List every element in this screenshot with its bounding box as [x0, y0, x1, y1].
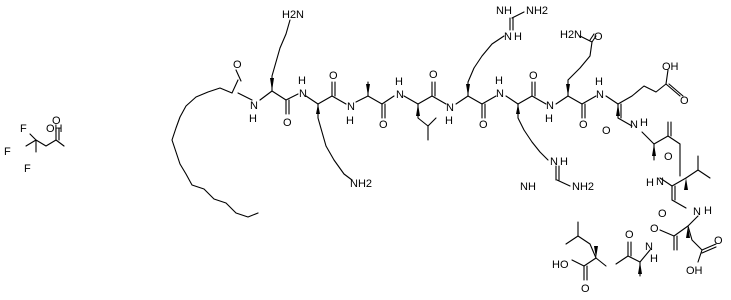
nh-5-h: H: [445, 115, 453, 127]
lys1-amine: H2N: [282, 9, 304, 21]
nh-10-n: N: [656, 176, 664, 188]
carbonyl-o-3: O: [379, 119, 388, 131]
arg2-n: N: [550, 156, 558, 168]
asp-hydroxyl: OH: [686, 265, 703, 277]
carbonyl-o-5: O: [479, 119, 488, 131]
nh-8-n: N: [596, 89, 604, 101]
asp-carbonyl-o: O: [714, 235, 723, 247]
carbonyl-o-8: O: [602, 125, 611, 137]
arg1-amine: NH2: [526, 5, 548, 17]
residue-ala3: H N O: [615, 229, 658, 277]
arg2-h: H: [560, 156, 568, 168]
tfa-oxygen: O: [52, 115, 61, 127]
residue-lys2: NH2 H N O: [298, 70, 372, 190]
gln-amide-n: H2N: [560, 29, 582, 41]
tfa-molecule: F F F O OH: [4, 115, 65, 175]
residue-asp: O OH H N O: [650, 205, 723, 277]
nh-2-n: N: [299, 88, 307, 100]
carbonyl-o-10: O: [658, 208, 667, 220]
residue-leu1: H N O: [395, 69, 447, 141]
nh-3-h: H: [346, 115, 354, 127]
nh-1-h: H: [249, 113, 257, 125]
carbonyl-o-6: O: [529, 70, 538, 82]
carbonyl-o-2: O: [329, 70, 338, 82]
residue-ala2: H N O: [630, 117, 681, 177]
residue-gln: H2N O H N O: [545, 29, 603, 131]
nh-11-n: N: [693, 206, 701, 218]
nh-2-h: H: [298, 75, 306, 87]
tfa-hydroxyl: OH: [46, 123, 63, 135]
leu-hydroxyl: HO: [552, 259, 569, 271]
residue-lys1: H2N H N O: [249, 9, 304, 129]
carbonyl-o-4: O: [429, 69, 438, 81]
carbonyl-o-1: O: [283, 117, 292, 129]
residue-arg1: NH NH2 N H H N O: [445, 5, 548, 131]
carbonyl-o-7: O: [579, 119, 588, 131]
nh-4-h: H: [395, 76, 403, 88]
tfa-fluorine-1: F: [20, 123, 27, 135]
residue-ala1: H N O: [346, 81, 395, 131]
nh-3-n: N: [347, 101, 355, 113]
nh-7-n: N: [546, 100, 554, 112]
nh-9-n: N: [630, 119, 638, 131]
nh-1-n: N: [250, 100, 258, 112]
carbonyl-o-9: O: [664, 151, 673, 163]
leu-carbonyl-o: O: [581, 283, 590, 295]
nh-6-h: H: [495, 75, 503, 87]
arg2-amine: NH2: [572, 181, 594, 193]
tfa-fluorine-3: F: [24, 163, 31, 175]
nh-7-h: H: [545, 113, 553, 125]
residue-leu-cterm: HO O: [552, 221, 607, 295]
nh-8-h: H: [595, 76, 603, 88]
residue-val: H N O: [646, 155, 711, 220]
nh-10-h: H: [646, 177, 654, 189]
residue-glu: OH O H N O: [595, 61, 689, 137]
residue-arg2: N H NH NH2 H N O: [495, 70, 594, 193]
arg1-imine: NH: [496, 5, 512, 17]
glu-hydroxyl: OH: [662, 61, 679, 73]
lys2-amine: NH2: [350, 178, 372, 190]
glu-carbonyl-o: O: [680, 95, 689, 107]
tfa-fluorine-2: F: [4, 146, 11, 158]
nh-4-n: N: [396, 89, 404, 101]
arg2-imine: NH: [520, 181, 536, 193]
arg1-n: N: [504, 31, 512, 43]
nh-5-n: N: [446, 102, 454, 114]
carbonyl-o-12: O: [625, 229, 634, 241]
nh-12-h: H: [650, 253, 658, 265]
arg1-h: H: [514, 31, 522, 43]
carbonyl-o-11: O: [650, 223, 659, 235]
nh-11-h: H: [704, 205, 712, 217]
nh-6-n: N: [496, 88, 504, 100]
lipid-carbonyl-oxygen: O: [233, 59, 242, 71]
gln-amide-o: O: [594, 31, 603, 43]
lipid-chain: O: [171, 59, 259, 218]
nh-12-n: N: [645, 241, 653, 253]
nh-9-h: H: [640, 117, 648, 129]
